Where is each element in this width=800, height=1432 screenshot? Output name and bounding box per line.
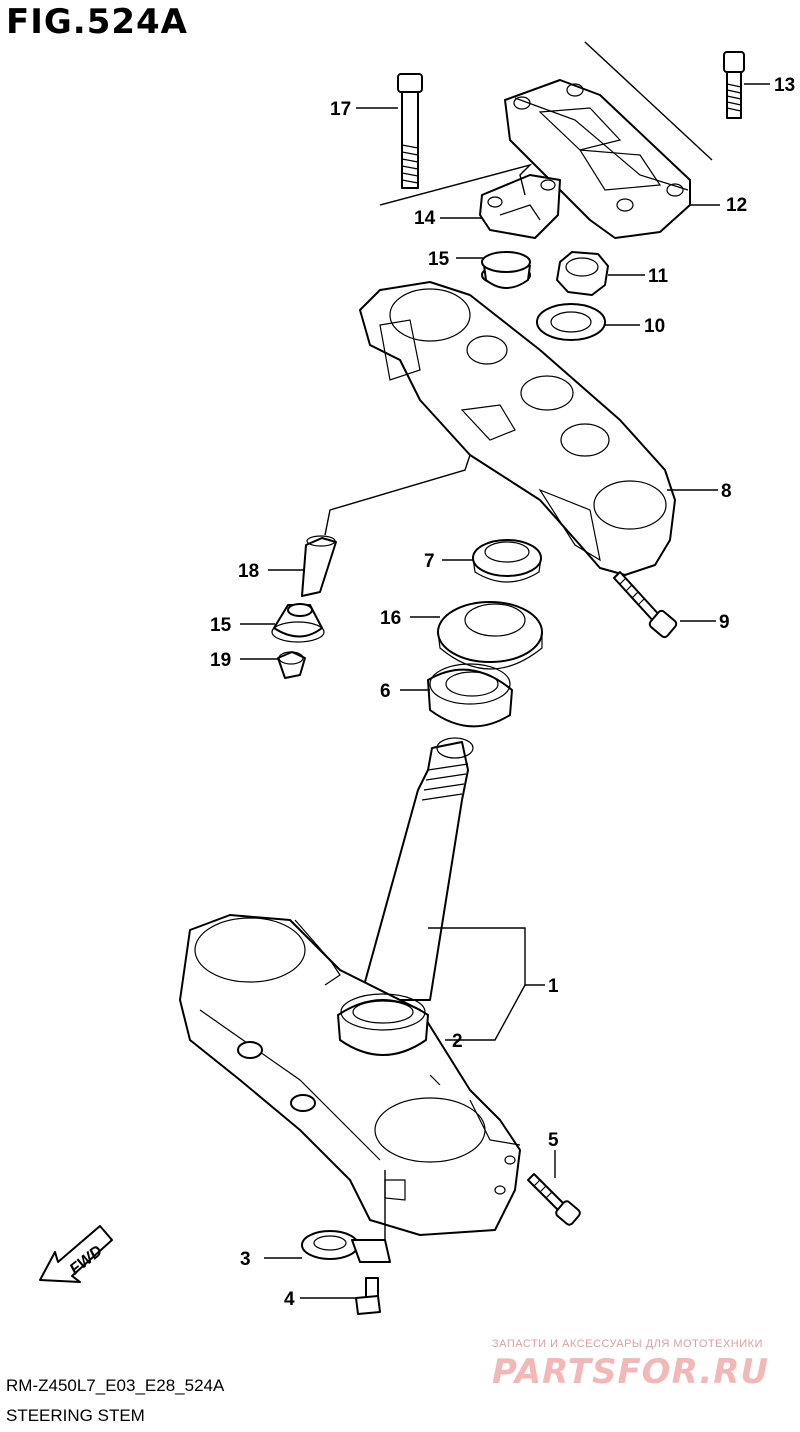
callout-numbers: 17 13 12 14 15 11 10 8 7 18 9 16 15 19 6… — [210, 75, 795, 1310]
dust-seal-16 — [437, 601, 543, 670]
callout-8: 8 — [721, 481, 732, 502]
figure-title: FIG.524A — [6, 2, 188, 42]
collar-18 — [301, 535, 337, 597]
callout-14: 14 — [414, 208, 436, 229]
callout-5: 5 — [548, 1130, 559, 1151]
watermark-tagline: ЗАПАСТИ И АКСЕССУАРЫ ДЛЯ МОТОТЕХНИКИ — [492, 1338, 763, 1350]
upper-bracket-8 — [324, 281, 676, 576]
bearing-2 — [337, 993, 429, 1056]
callout-12: 12 — [726, 195, 747, 216]
fwd-arrow: FWD — [39, 1225, 113, 1283]
callout-15-lower: 15 — [210, 615, 232, 636]
bolt-17 — [397, 73, 423, 189]
callout-2: 2 — [452, 1031, 463, 1052]
callout-17: 17 — [330, 99, 351, 120]
callout-7: 7 — [424, 551, 435, 572]
lock-nut-7 — [472, 539, 542, 583]
callout-10: 10 — [644, 316, 665, 337]
bolt-4 — [355, 1277, 381, 1315]
watermark-brand: PARTSFOR.RU — [492, 1352, 770, 1392]
callout-19: 19 — [210, 650, 231, 671]
callout-13: 13 — [774, 75, 795, 96]
callout-9: 9 — [719, 612, 730, 633]
nut-11 — [556, 251, 609, 296]
callout-6: 6 — [380, 681, 391, 702]
callout-16: 16 — [380, 608, 401, 629]
bolt-5 — [527, 1173, 581, 1226]
bearing-6 — [427, 663, 513, 728]
bolt-9 — [613, 571, 678, 639]
callout-15-upper: 15 — [428, 249, 450, 270]
handlebar-holder-12 — [504, 41, 713, 239]
footer-name: STEERING STEM — [6, 1406, 145, 1425]
bushing-19 — [277, 651, 306, 679]
leader-lines — [240, 83, 770, 1299]
washer-10 — [536, 303, 606, 341]
steering-stem-1 — [179, 737, 545, 1236]
bolt-13 — [723, 51, 745, 119]
callout-4: 4 — [284, 1289, 295, 1310]
callout-3: 3 — [240, 1249, 251, 1270]
footer-code: RM-Z450L7_E03_E28_524A — [6, 1376, 225, 1395]
callout-18: 18 — [238, 561, 259, 582]
clamp-3 — [301, 1170, 391, 1263]
rubber-cap-15-upper — [481, 251, 531, 289]
callout-1: 1 — [548, 976, 559, 997]
callout-11: 11 — [648, 266, 669, 287]
rubber-cap-15-lower — [271, 603, 325, 643]
